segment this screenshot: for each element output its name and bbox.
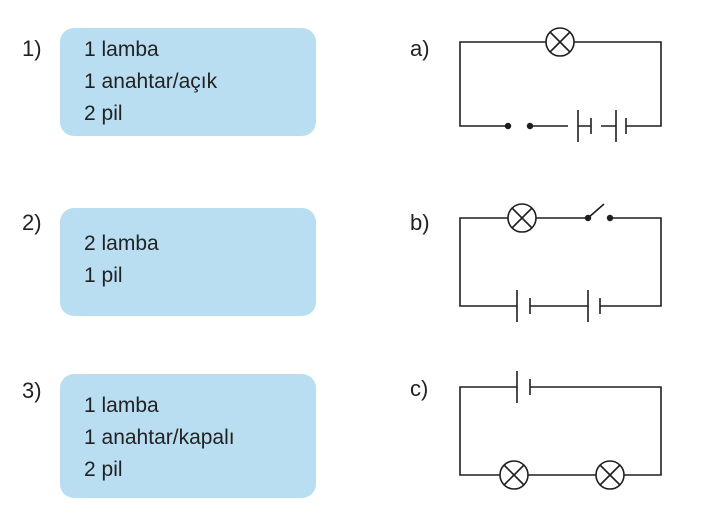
lamp-icon <box>595 460 625 490</box>
item-1-line-1: 1 lamba <box>84 38 159 61</box>
item-number-2: 2) <box>22 210 42 235</box>
item-box-2: 2 lamba 1 pil <box>60 208 316 316</box>
lamp-icon <box>545 27 575 57</box>
circuit-b-wire <box>459 217 662 307</box>
item-2-line-1: 2 lamba <box>84 232 159 255</box>
item-1-line-3: 2 pil <box>84 102 123 125</box>
item-number-3: 3) <box>22 378 42 403</box>
circuit-label-a: a) <box>410 36 430 61</box>
item-3-line-2: 1 anahtar/kapalı <box>84 426 235 449</box>
item-box-3: 1 lamba 1 anahtar/kapalı 2 pil <box>60 374 316 498</box>
circuit-a <box>459 27 662 142</box>
lamp-icon <box>507 203 537 233</box>
item-box-1: 1 lamba 1 anahtar/açık 2 pil <box>60 28 316 136</box>
item-1-line-2: 1 anahtar/açık <box>84 70 218 93</box>
switch-contact-icon <box>526 122 534 130</box>
switch-contact-icon <box>504 122 512 130</box>
item-2-line-2: 1 pil <box>84 264 123 287</box>
circuit-c-wire <box>459 386 662 476</box>
item-3-line-3: 2 pil <box>84 458 123 481</box>
item-3-line-1: 1 lamba <box>84 394 159 417</box>
circuit-b <box>459 203 662 322</box>
circuit-label-c: c) <box>410 376 429 401</box>
circuit-label-b: b) <box>410 210 430 235</box>
item-number-1: 1) <box>22 36 42 61</box>
switch-icon <box>584 203 614 222</box>
lamp-icon <box>499 460 529 490</box>
circuit-c <box>459 371 662 490</box>
circuit-a-wire <box>459 41 662 127</box>
